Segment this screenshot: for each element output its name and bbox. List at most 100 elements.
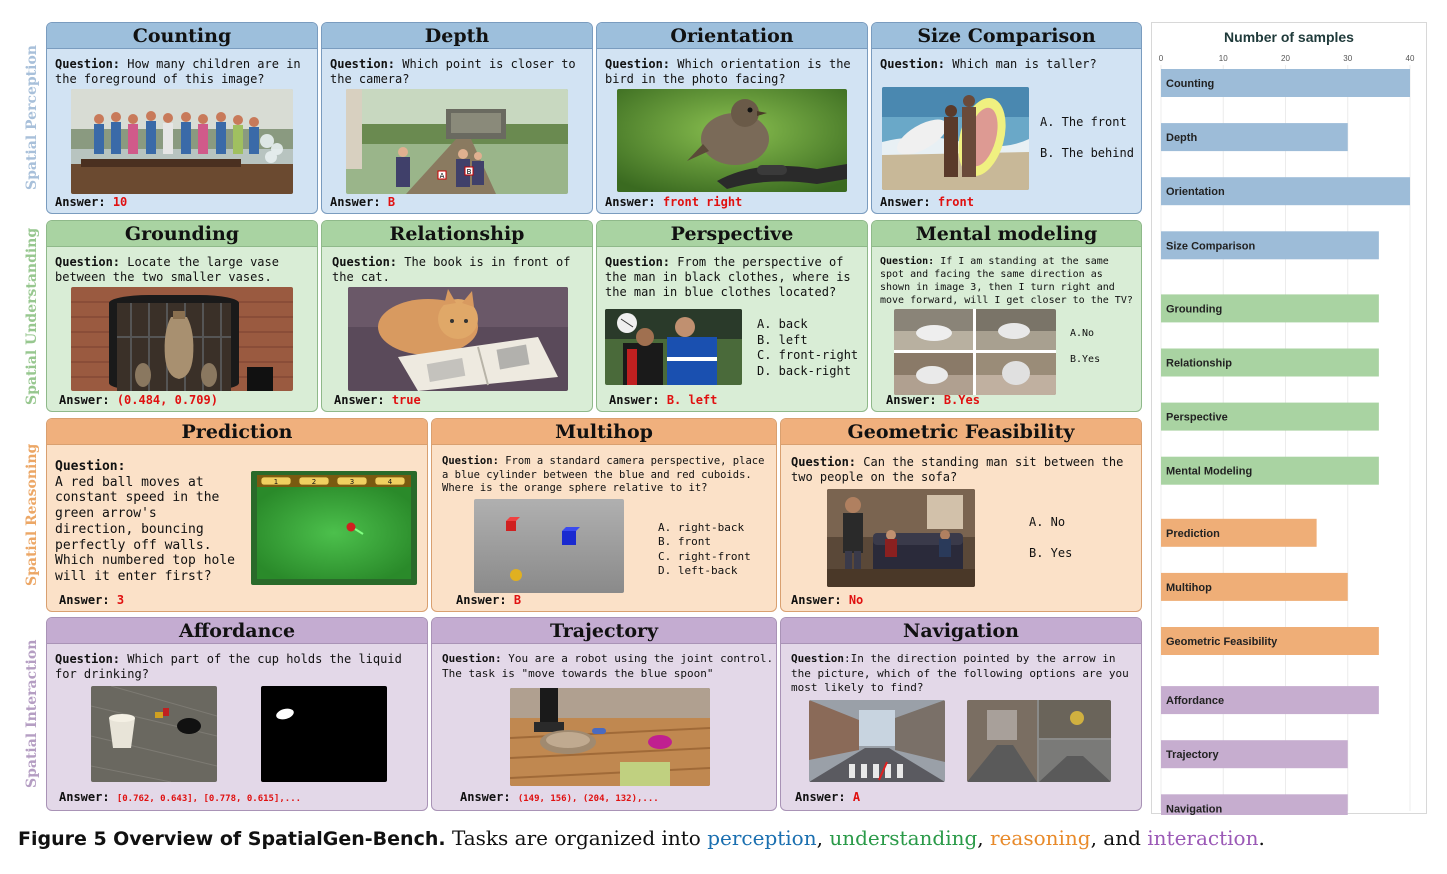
room-views-grid: [894, 309, 1056, 395]
card-mental-modeling: Mental modeling Question: If I am standi…: [871, 220, 1142, 412]
answer: Answer: 10: [55, 195, 128, 209]
card-title: Counting: [47, 23, 317, 49]
answer: Answer: 3: [59, 593, 125, 607]
card-title: Navigation: [781, 618, 1141, 644]
answer: Answer: (0.484, 0.709): [59, 393, 218, 407]
x-tick-label: 20: [1281, 54, 1290, 63]
card-trajectory: Trajectory Question: You are a robot usi…: [431, 617, 777, 811]
bar-label: Prediction: [1166, 528, 1220, 540]
bar-affordance: [1161, 686, 1379, 715]
chart-title: Number of samples: [1224, 29, 1354, 45]
card-title: Prediction: [47, 419, 427, 445]
question: Question:In the direction pointed by the…: [791, 652, 1129, 694]
caption-comma: ,: [977, 826, 990, 850]
bar-perspective: [1161, 402, 1379, 431]
card-depth: Depth Question: Which point is closer to…: [321, 22, 593, 214]
row-label-understanding: Spatial Understanding: [24, 227, 40, 405]
question: Question: If I am standing at the same s…: [880, 256, 1133, 306]
caption-period: .: [1258, 826, 1265, 850]
card-title: Multihop: [432, 419, 776, 445]
card-title: Grounding: [47, 221, 317, 247]
bar-prediction: [1161, 518, 1317, 547]
figure-number: Figure 5: [18, 828, 107, 850]
options: A. No B. Yes: [1029, 515, 1073, 560]
street-photo: [809, 700, 945, 782]
bar-label: Mental Modeling: [1166, 466, 1252, 478]
card-title: Depth: [322, 23, 592, 49]
card-title: Relationship: [322, 221, 592, 247]
options: A. The front B. The behind: [1040, 115, 1134, 160]
card-multihop: Multihop Question: From a standard camer…: [431, 418, 777, 612]
hole-2-label: 2: [312, 478, 316, 486]
card-size-comparison: Size Comparison Question: Which man is t…: [871, 22, 1142, 214]
row-label-interaction: Spatial Interaction: [24, 639, 40, 789]
caption-perception: perception: [707, 826, 817, 850]
answer: Answer: B: [330, 195, 396, 209]
question: Question: From the perspective of the ma…: [605, 255, 851, 299]
answer: Answer: front right: [605, 195, 743, 209]
caption-interaction: interaction: [1147, 826, 1259, 850]
row-label-perception: Spatial Perception: [24, 45, 40, 191]
row-label-reasoning: Spatial Reasoning: [24, 443, 40, 587]
hole-1-label: 1: [274, 478, 278, 486]
question: Question: The book is in front of the ca…: [332, 255, 571, 284]
question: Question:A red ball moves at constant sp…: [55, 459, 236, 584]
sofa-room-photo: [827, 489, 975, 587]
caption-reasoning: reasoning: [990, 826, 1091, 850]
bar-label: Multihop: [1166, 582, 1212, 594]
bar-geometric-feasibility: [1161, 627, 1379, 655]
bar-label: Counting: [1166, 78, 1214, 90]
answer: Answer: front: [880, 195, 974, 209]
question: Question: Locate the large vase between …: [55, 255, 279, 284]
bar-orientation: [1161, 177, 1410, 206]
bar-depth: [1161, 123, 1348, 152]
pool-table-image: 1 2 3 4: [251, 471, 417, 585]
card-title: Geometric Feasibility: [781, 419, 1141, 445]
bar-mental-modeling: [1161, 456, 1379, 485]
card-title: Affordance: [47, 618, 427, 644]
rendered-objects-scene: [474, 499, 624, 593]
card-geometric-feasibility: Geometric Feasibility Question: Can the …: [780, 418, 1142, 612]
card-counting: Counting Question: How many children are…: [46, 22, 318, 214]
card-affordance: Affordance Question: Which part of the c…: [46, 617, 428, 811]
card-title: Trajectory: [432, 618, 776, 644]
answer: Answer: true: [334, 393, 421, 407]
figure-title: Overview of SpatialGen-Bench.: [113, 828, 446, 850]
question: Question: Which part of the cup holds th…: [55, 652, 402, 681]
depth-point-b: B: [467, 168, 472, 176]
hole-4-label: 4: [388, 478, 393, 486]
question: Question: Which point is closer to the c…: [330, 57, 576, 86]
caption-text: Tasks are organized into: [445, 826, 708, 850]
bar-label: Navigation: [1166, 803, 1223, 815]
bar-label: Depth: [1166, 132, 1197, 144]
x-tick-label: 10: [1219, 54, 1228, 63]
bar-label: Size Comparison: [1166, 240, 1256, 252]
caption-comma: ,: [816, 826, 830, 850]
cup-photo: [91, 686, 217, 782]
railway-photo: A B: [346, 89, 568, 194]
bar-label: Affordance: [1166, 695, 1224, 707]
answer: Answer: [0.762, 0.643], [0.778, 0.615],.…: [59, 790, 302, 804]
robot-kitchen-photo: [510, 688, 710, 786]
caption-understanding: understanding: [829, 826, 978, 850]
bar-label: Orientation: [1166, 186, 1225, 198]
vases-photo: [71, 287, 293, 391]
bar-counting: [1161, 69, 1410, 97]
bar-label: Trajectory: [1166, 749, 1219, 761]
card-navigation: Navigation Question:In the direction poi…: [780, 617, 1142, 811]
question: Question: Which orientation is the bird …: [605, 57, 851, 86]
soccer-photo: [605, 309, 742, 385]
card-title: Orientation: [597, 23, 867, 49]
card-relationship: Relationship Question: The book is in fr…: [321, 220, 593, 412]
card-orientation: Orientation Question: Which orientation …: [596, 22, 868, 214]
depth-point-a: A: [440, 172, 445, 180]
options: A. right-back B. front C. right-front D.…: [658, 521, 751, 577]
bar-multihop: [1161, 572, 1348, 601]
bird-photo: [617, 89, 847, 192]
answer: Answer: B. left: [609, 393, 718, 407]
card-grounding: Grounding Question: Locate the large vas…: [46, 220, 318, 412]
question: Question: From a standard camera perspec…: [442, 455, 765, 494]
question: Question: Which man is taller?: [880, 57, 1097, 71]
question: Question: How many children are in the f…: [55, 57, 301, 86]
